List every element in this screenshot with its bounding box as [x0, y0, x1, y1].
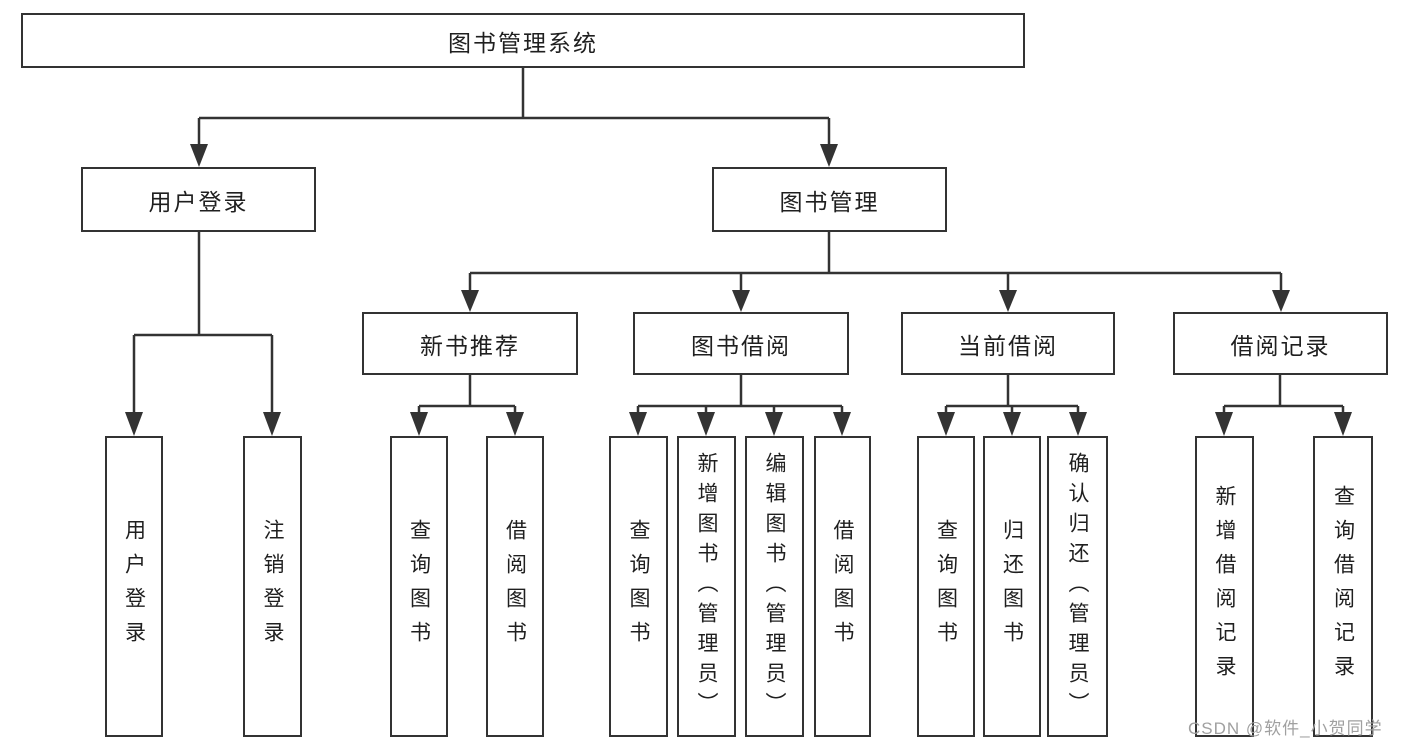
leaf-borrow-books-label: 借阅图书 [831, 518, 854, 655]
leaf-logout: 注销登录 [243, 436, 302, 737]
csdn-watermark: CSDN @软件_小贺同学 [1188, 719, 1383, 738]
leaf-add-borrow-record-label: 新增借阅记录 [1213, 484, 1236, 689]
node-new-book-recommend: 新书推荐 [362, 312, 578, 375]
leaf-add-books-admin-label: 新增图书（管理员） [695, 451, 718, 722]
leaf-add-books-admin: 新增图书（管理员） [677, 436, 736, 737]
leaf-query-books-current-label: 查询图书 [934, 518, 958, 655]
arrowheads [125, 144, 1352, 436]
leaf-return-books-label: 归还图书 [1000, 518, 1024, 655]
leaf-borrow-books-recommend-label: 借阅图书 [503, 518, 527, 655]
leaf-query-books-borrow-label: 查询图书 [627, 518, 650, 655]
leaf-edit-books-admin: 编辑图书（管理员） [745, 436, 804, 737]
leaf-query-books-borrow: 查询图书 [609, 436, 668, 737]
node-book-borrow: 图书借阅 [633, 312, 849, 375]
leaf-confirm-return-admin: 确认归还（管理员） [1047, 436, 1108, 737]
leaf-query-books-recommend-label: 查询图书 [407, 518, 431, 655]
connector-paths [132, 68, 1345, 414]
node-current-borrow: 当前借阅 [901, 312, 1115, 375]
leaf-query-books-current: 查询图书 [917, 436, 975, 737]
node-current-borrow-label: 当前借阅 [958, 332, 1058, 359]
node-root-library-system: 图书管理系统 [21, 13, 1025, 68]
node-borrow-records-label: 借阅记录 [1230, 332, 1331, 359]
leaf-add-borrow-record: 新增借阅记录 [1195, 436, 1254, 737]
node-book-management-label: 图书管理 [779, 188, 880, 215]
leaf-confirm-return-admin-label: 确认归还（管理员） [1066, 451, 1089, 722]
leaf-query-borrow-record: 查询借阅记录 [1313, 436, 1373, 737]
leaf-query-borrow-record-label: 查询借阅记录 [1331, 484, 1355, 689]
leaf-edit-books-admin-label: 编辑图书（管理员） [763, 451, 786, 722]
node-book-management: 图书管理 [712, 167, 947, 232]
leaf-borrow-books: 借阅图书 [814, 436, 871, 737]
node-borrow-records: 借阅记录 [1173, 312, 1388, 375]
leaf-user-login-label: 用户登录 [122, 518, 146, 655]
node-new-book-recommend-label: 新书推荐 [420, 332, 520, 359]
leaf-return-books: 归还图书 [983, 436, 1041, 737]
node-book-borrow-label: 图书借阅 [691, 332, 791, 359]
leaf-borrow-books-recommend: 借阅图书 [486, 436, 544, 737]
node-root-label: 图书管理系统 [448, 29, 598, 56]
leaf-query-books-recommend: 查询图书 [390, 436, 448, 737]
node-user-login-label: 用户登录 [148, 188, 249, 215]
leaf-logout-label: 注销登录 [261, 518, 284, 655]
leaf-user-login: 用户登录 [105, 436, 163, 737]
node-user-login: 用户登录 [81, 167, 316, 232]
